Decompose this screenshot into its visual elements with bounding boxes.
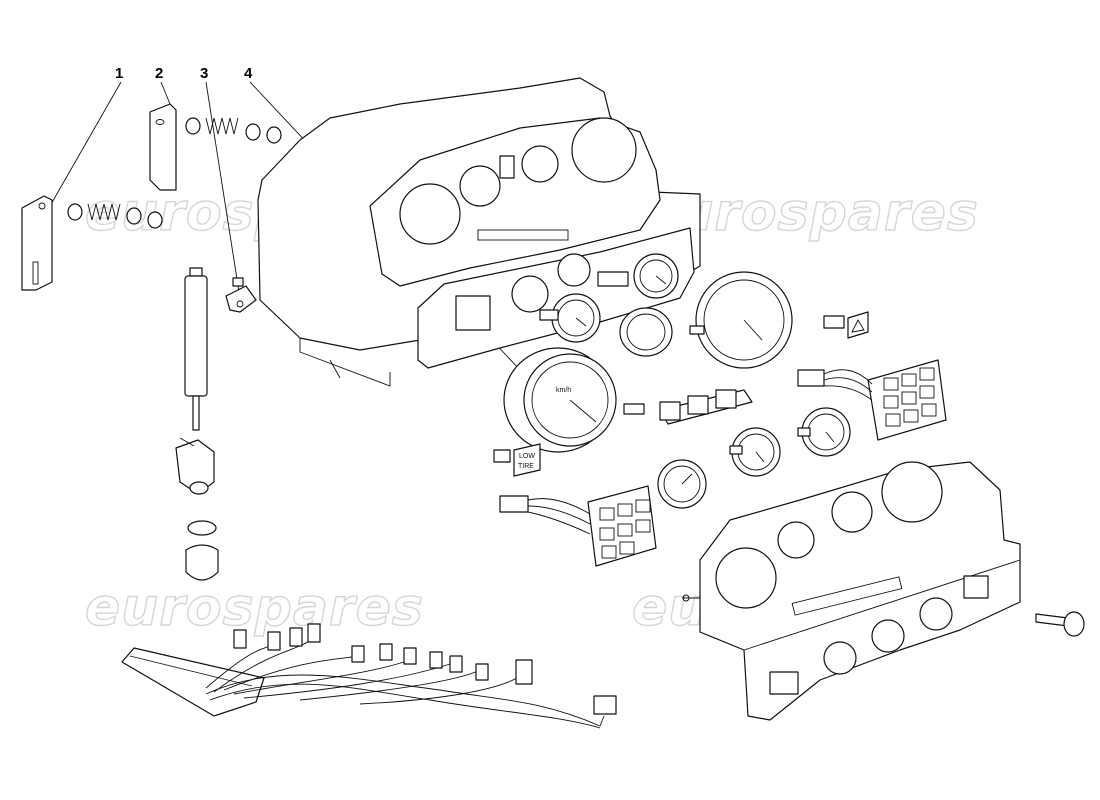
low-tire-label-bottom: TIRE xyxy=(518,463,534,470)
strut-cylinder xyxy=(184,275,208,397)
wire-terminal-5 xyxy=(351,645,365,663)
strut-mount-bracket xyxy=(175,439,215,495)
callout-3: 3 xyxy=(200,65,208,82)
small-switch-right xyxy=(823,315,845,329)
sensor-switch-part-3 xyxy=(225,277,257,313)
harness-connector-block xyxy=(121,647,265,717)
strut-rod xyxy=(192,395,200,431)
mount-washer xyxy=(187,520,217,536)
wire-terminal-9 xyxy=(449,655,463,673)
watermark-bottom-left: eurospares xyxy=(85,578,424,638)
wiring-harness xyxy=(121,623,617,729)
low-tire-lamp xyxy=(513,443,541,477)
wire-terminal-3 xyxy=(289,627,303,647)
screw-shank xyxy=(1035,613,1069,627)
small-gauge-lower-2 xyxy=(729,427,781,477)
right-switch-panel xyxy=(797,359,947,441)
tachometer xyxy=(689,271,793,369)
wire-terminal-4 xyxy=(307,623,321,643)
bushing-1 xyxy=(147,211,163,229)
washer-1b xyxy=(126,207,142,225)
svg-text:km/h: km/h xyxy=(556,387,571,394)
rubber-mount xyxy=(185,544,219,581)
left-panel-connector xyxy=(499,495,529,513)
wire-terminal-1 xyxy=(233,629,247,649)
wire-terminal-7 xyxy=(403,647,417,665)
bracket-part-2 xyxy=(149,103,282,191)
housing-gauge-hole-1 xyxy=(399,183,461,245)
warning-lamp-strip xyxy=(623,389,753,425)
spring-2 xyxy=(205,117,239,135)
small-gauge-top xyxy=(633,253,679,299)
leader-line-1 xyxy=(49,81,122,207)
washer-2b xyxy=(245,123,261,141)
callout-1: 1 xyxy=(115,65,123,82)
bushing-2 xyxy=(266,126,282,144)
housing-gauge-hole-2 xyxy=(571,117,637,183)
low-tire-switch: LOW TIRE xyxy=(493,443,541,477)
hazard-switch xyxy=(847,311,869,339)
wire-terminal-10 xyxy=(475,663,489,681)
wire-terminal-6 xyxy=(379,643,393,661)
gas-strut xyxy=(175,267,219,581)
strut-top-eye xyxy=(189,267,203,277)
harness-plug-1 xyxy=(515,659,533,685)
washer-1a xyxy=(67,203,83,221)
mounting-screw xyxy=(1035,611,1085,637)
bracket-slot xyxy=(32,261,39,285)
callout-2: 2 xyxy=(155,65,163,82)
mount-nut xyxy=(189,481,209,495)
harness-plug-2 xyxy=(593,695,617,715)
wire-terminal-2 xyxy=(267,631,281,651)
bracket-plate-2 xyxy=(149,103,177,191)
leader-line-2 xyxy=(160,81,171,105)
gauge-cluster: km/h xyxy=(503,253,869,453)
right-panel-connector xyxy=(797,369,825,387)
sensor-body xyxy=(225,285,257,313)
washer-2a xyxy=(185,117,201,135)
low-tire-label-top: LOW xyxy=(519,453,535,460)
spring-1 xyxy=(87,203,121,221)
small-gauge-lower-1 xyxy=(657,459,707,509)
dashboard-housing xyxy=(257,77,701,387)
callout-4: 4 xyxy=(244,65,253,82)
left-switch-panel xyxy=(499,485,657,567)
small-gauge-left xyxy=(539,293,601,343)
lower-instrument-bezel xyxy=(682,461,1021,721)
bezel-plate xyxy=(699,461,1021,721)
leader-line-3 xyxy=(205,81,240,293)
screw-head xyxy=(1063,611,1085,637)
small-switch-top xyxy=(597,271,629,287)
bezel-ring xyxy=(619,307,673,357)
small-gauge-lower-3 xyxy=(797,407,851,457)
bracket-plate xyxy=(21,195,53,291)
housing-lower-panel xyxy=(417,227,695,369)
speedometer: km/h xyxy=(503,347,617,453)
wire-terminal-8 xyxy=(429,651,443,669)
bracket-part-1 xyxy=(21,195,163,291)
lower-gauge-row xyxy=(657,407,851,509)
